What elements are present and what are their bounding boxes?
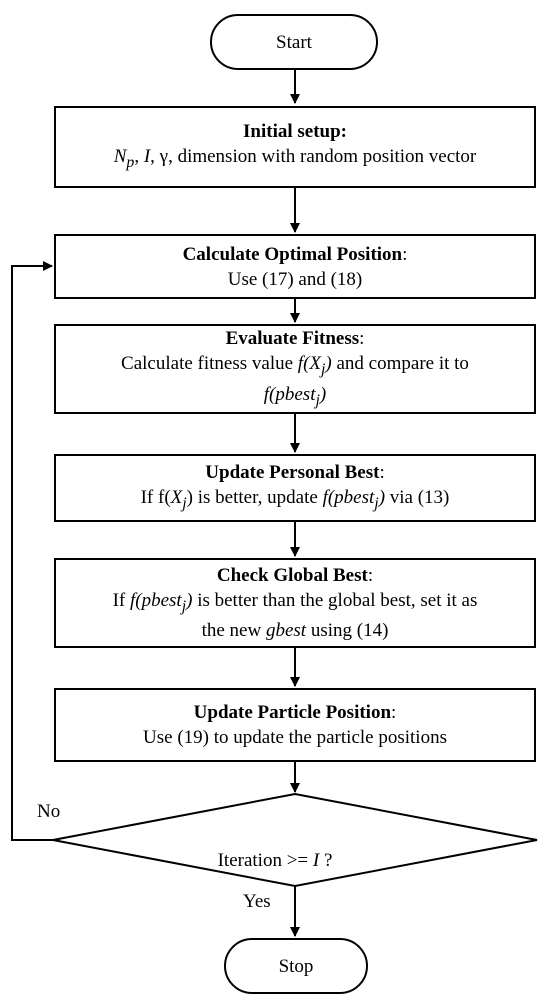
evaluate-fitness-heading: Evaluate Fitness: bbox=[225, 327, 365, 349]
yes-branch-label: Yes bbox=[243, 891, 271, 912]
global-best-text-2: the new gbest using (14) bbox=[201, 620, 389, 642]
update-personal-best-box: Update Personal Best: If f(Xj) is better… bbox=[54, 454, 536, 522]
calculate-optimal-heading: Calculate Optimal Position: bbox=[182, 243, 408, 265]
global-best-heading: Check Global Best: bbox=[216, 564, 374, 586]
start-label: Start bbox=[276, 31, 312, 53]
personal-best-heading: Update Personal Best: bbox=[205, 462, 385, 484]
update-particle-position-box: Update Particle Position: Use (19) to up… bbox=[54, 688, 536, 762]
particle-position-text: Use (19) to update the particle position… bbox=[143, 727, 447, 748]
stop-terminal: Stop bbox=[224, 938, 368, 994]
personal-best-text: If f(Xj) is better, update f(pbestj) via… bbox=[140, 487, 450, 512]
calculate-optimal-box: Calculate Optimal Position: Use (17) and… bbox=[54, 234, 536, 299]
check-global-best-box: Check Global Best: If f(pbestj) is bette… bbox=[54, 558, 536, 648]
stop-label: Stop bbox=[278, 955, 314, 977]
initial-setup-title: Initial setup: bbox=[243, 121, 347, 143]
evaluate-fitness-text-2: f(pbestj) bbox=[263, 383, 327, 409]
start-terminal: Start bbox=[210, 14, 378, 70]
initial-setup-box: Initial setup: Np, I, γ, dimension with … bbox=[54, 106, 536, 188]
initial-setup-params: Np, I, γ, dimension with random position… bbox=[113, 146, 477, 171]
calculate-optimal-text: Use (17) and (18) bbox=[227, 268, 363, 290]
decision-label: Iteration >= I ? bbox=[217, 850, 333, 871]
evaluate-fitness-text-1: Calculate fitness value f(Xj) and compar… bbox=[121, 352, 469, 378]
decision-diamond bbox=[52, 792, 538, 888]
arrow-no-loop bbox=[11, 261, 53, 841]
particle-position-heading: Update Particle Position: bbox=[193, 702, 397, 723]
evaluate-fitness-box: Evaluate Fitness: Calculate fitness valu… bbox=[54, 324, 536, 414]
no-branch-label: No bbox=[37, 801, 61, 822]
global-best-text-1: If f(pbestj) is better than the global b… bbox=[112, 589, 478, 615]
